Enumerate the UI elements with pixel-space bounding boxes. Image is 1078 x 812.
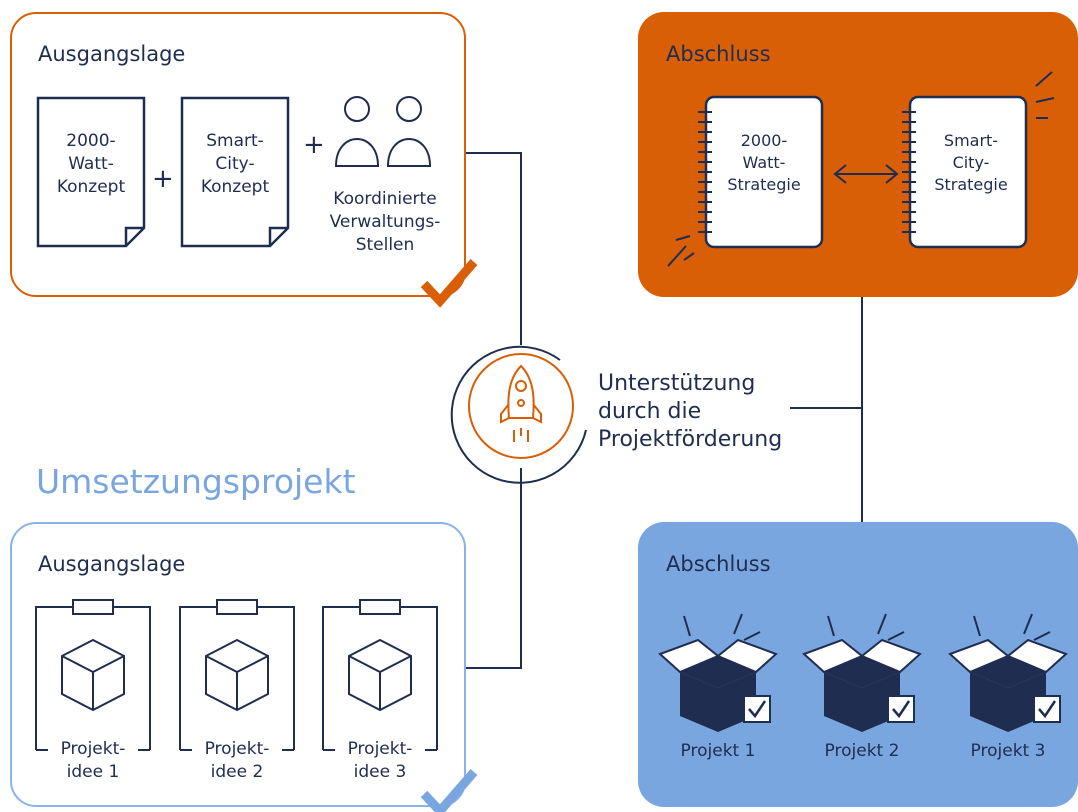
plus-sign: +	[152, 164, 174, 194]
notebook-smart-city-strategie: Smart-City-Strategie	[934, 131, 1008, 194]
projekt-2-label: Projekt 2	[824, 741, 900, 761]
connector-bottom-left	[466, 468, 522, 669]
document-icon	[36, 96, 146, 248]
plus-sign: +	[303, 130, 325, 160]
panel-label-bottom-right: Abschluss	[666, 552, 771, 576]
doc-smart-city-konzept: Smart-City-Konzept	[200, 131, 270, 197]
rocket-icon	[500, 364, 542, 442]
notebook-2000-watt-strategie: 2000-Watt-Strategie	[727, 131, 801, 194]
open-box-icon	[658, 613, 778, 732]
connector-top-left	[466, 152, 522, 345]
section-title-umsetzungsprojekt: Umsetzungsprojekt	[36, 462, 356, 501]
panel-label-top-left: Ausgangslage	[38, 42, 186, 66]
projektidee-2: Projekt-idee 2	[204, 739, 270, 782]
person-icon	[344, 96, 370, 122]
panel-label-top-right: Abschluss	[666, 42, 771, 66]
person-icon	[396, 96, 422, 122]
projekt-3-label: Projekt 3	[970, 741, 1046, 761]
checkmark-icon	[420, 259, 478, 308]
projektidee-3: Projekt-idee 3	[347, 739, 413, 782]
open-box-icon	[802, 613, 922, 732]
doc-2000-watt-konzept: 2000-Watt-Konzept	[56, 131, 126, 197]
open-box-icon	[948, 613, 1068, 732]
projekt-1-label: Projekt 1	[680, 741, 756, 761]
burst-lines-icon	[667, 71, 1055, 267]
projektidee-1: Projekt-idee 1	[60, 739, 126, 782]
document-icon	[180, 96, 290, 248]
panel-label-bottom-left: Ausgangslage	[38, 552, 186, 576]
panel-ausgangslage-bottom	[10, 522, 466, 807]
checkmark-icon	[420, 769, 478, 812]
